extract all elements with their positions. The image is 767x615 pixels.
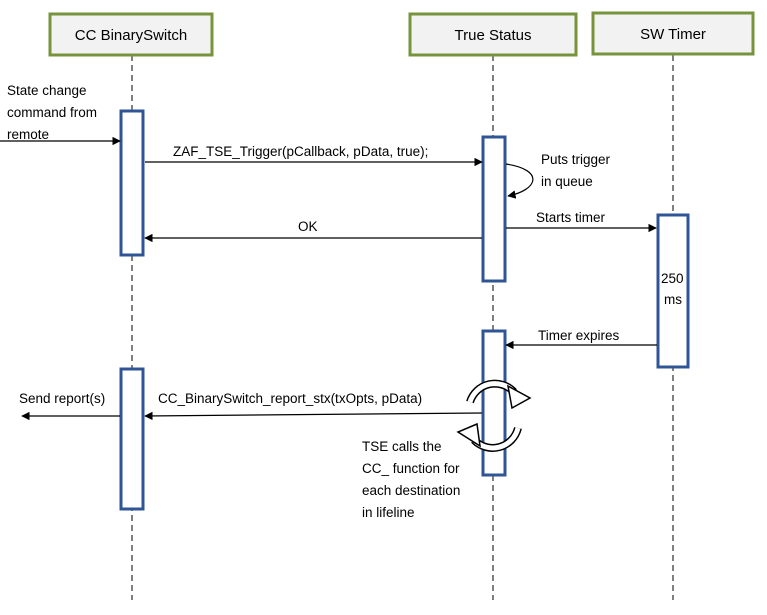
activation-sw-timer [656,213,690,369]
label-report-call: CC_BinarySwitch_report_stx(txOpts, pData… [158,391,422,406]
label-tse-note-4: in lifeline [362,505,415,520]
label-duration-1: 250 [661,271,684,286]
participant-binary-switch-label: CC BinarySwitch [75,27,188,44]
activation-binary-switch-2 [119,367,145,511]
label-state-change-2: command from [7,105,97,120]
label-timer-expires: Timer expires [538,328,620,343]
activation-true-status-2 [481,329,507,477]
participant-true-status-label: True Status [455,27,532,44]
activation-binary-switch-1 [119,109,145,257]
label-puts-trigger-2: in queue [541,174,593,189]
participant-binary-switch: CC BinarySwitch [48,12,214,57]
label-tse-note-1: TSE calls the [362,439,442,454]
participant-sw-timer: SW Timer [591,11,755,56]
label-duration-2: ms [664,292,682,307]
label-send-report: Send report(s) [19,391,105,406]
label-starts-timer: Starts timer [536,210,606,225]
label-state-change-1: State change [7,83,87,98]
label-puts-trigger-1: Puts trigger [541,152,611,167]
participant-true-status: True Status [408,12,578,57]
arrow-puts-trigger [505,163,534,199]
label-tse-note-2: CC_ function for [362,461,460,476]
label-tse-note-3: each destination [362,483,460,498]
label-state-change-3: remote [7,127,49,142]
activation-true-status-1 [481,135,507,283]
participant-sw-timer-label: SW Timer [640,26,706,43]
label-ok: OK [298,219,318,234]
label-trigger-call: ZAF_TSE_Trigger(pCallback, pData, true); [173,144,428,159]
arrow-report-call [144,411,483,421]
loop-icon [456,379,532,452]
